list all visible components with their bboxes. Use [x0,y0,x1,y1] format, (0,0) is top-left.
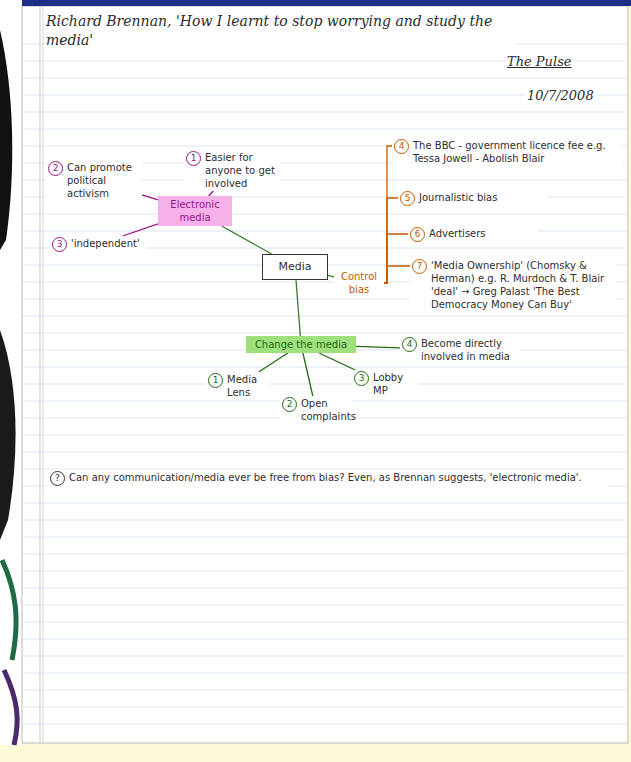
ruled-line [23,129,627,130]
ruled-line [23,503,627,504]
paper-sheet [22,6,628,743]
connector-line [142,195,158,200]
node-text: Easier for anyone to get involved [205,151,278,190]
connector-line [123,224,158,236]
node-text: Media Lens [227,373,266,399]
ruled-line [23,78,627,79]
note-item: ? Can any communication/media ever be fre… [48,470,608,487]
ruled-line [23,707,627,708]
note-item: 4 Become directly involved in media [400,336,520,364]
central-box: Media [262,254,328,280]
connector-line [222,226,272,254]
ruled-line [23,333,627,334]
ruled-line [23,367,627,368]
connector-line [303,353,313,396]
ruled-line [23,384,627,385]
note-label: The Pulse [505,54,574,69]
connector-line [384,146,392,283]
note-item: 2Open complaints [280,396,352,424]
connector-line [384,266,410,283]
ruled-line [23,214,627,215]
branch-highlight: Change the media [246,336,356,353]
ruled-line [23,588,627,589]
note-item: 3 'independent' [50,236,146,253]
note-item: 2 Can promote political activism [46,160,142,201]
node-text: Can any communication/media ever be free… [69,471,582,484]
node-text: Change the media [249,338,353,351]
ruled-line [23,622,627,623]
node-text: The BBC - government licence fee e.g. Te… [413,139,620,165]
left-strip [0,0,24,745]
decor-stroke [0,330,16,540]
ruled-line [23,520,627,521]
ruled-line [23,452,627,453]
ruled-line [23,605,627,606]
ruled-line [23,435,627,436]
decor-stroke [2,560,16,660]
note-item: 6 Advertisers [408,226,538,243]
callout-number: 3 [354,371,369,386]
top-bar [22,0,631,6]
node-text: Advertisers [429,227,486,240]
callout-number: 1 [186,151,201,166]
decor-stroke [4,670,17,745]
node-text: Open complaints [301,397,356,423]
node-text: 'Media Ownership' (Chomsky & Herman) e.g… [431,259,614,311]
connector-line [356,346,400,348]
node-text: Electronic media [161,198,229,224]
callout-number: 1 [208,373,223,388]
ruled-line [23,639,627,640]
note-item: 3 Lobby MP [352,370,418,398]
note-item: 7 'Media Ownership' (Chomsky & Herman) e.… [410,258,616,312]
connector-line [319,353,355,370]
node-text: 'independent' [71,237,140,250]
ruled-line [23,537,627,538]
node-text: Control bias [337,270,381,296]
margin-line [40,6,41,743]
note-item: 4 The BBC - government licence fee e.g. T… [392,138,622,166]
callout-number: 7 [412,259,427,274]
decor-stroke [0,30,12,250]
connector-line [296,280,300,336]
callout-number: 5 [400,191,415,206]
branch-highlight: Electronic media [158,196,232,226]
ruled-line [23,724,627,725]
note-label: 10/7/2008 [525,88,596,103]
connector-line [259,353,288,372]
ruled-lines [23,44,627,724]
branch-highlight: Control bias [334,268,384,298]
callout-number: 3 [52,237,67,252]
connector-line [384,198,398,283]
note-title: Richard Brennan, 'How I learnt to stop w… [46,12,516,50]
node-text: Can promote political activism [67,161,140,200]
callout-number: 2 [48,161,63,176]
callout-number: 2 [282,397,297,412]
ruled-line [23,673,627,674]
node-text: Journalistic bias [419,191,497,204]
ruled-line [23,571,627,572]
ruled-line [23,112,627,113]
callout-number: 4 [394,139,409,154]
ruled-line [23,656,627,657]
margin-line [43,6,44,743]
note-item: 1 Easier for anyone to get involved [184,150,280,191]
note-item: 5 Journalistic bias [398,190,548,207]
ruled-line [23,554,627,555]
callout-number: ? [50,471,65,486]
ruled-line [23,316,627,317]
node-text: Media [267,260,323,274]
callout-number: 6 [410,227,425,242]
ruled-line [23,690,627,691]
node-text: Become directly involved in media [421,337,518,363]
note-item: 1 Media Lens [206,372,268,400]
callout-number: 4 [402,337,417,352]
node-text: Lobby MP [373,371,416,397]
